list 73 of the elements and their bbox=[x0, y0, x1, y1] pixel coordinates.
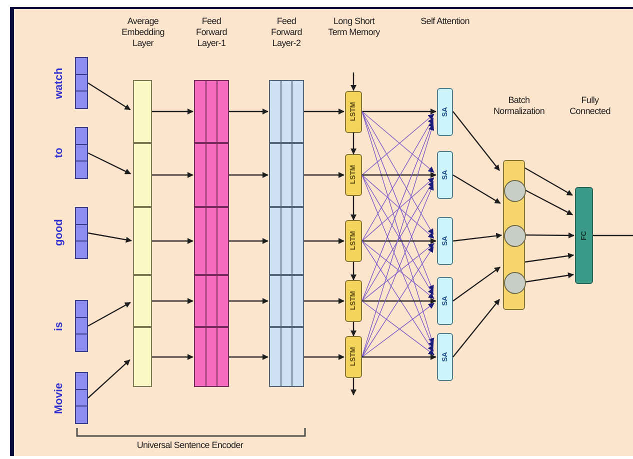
word-label: Movie bbox=[52, 381, 66, 416]
arrow bbox=[304, 298, 344, 304]
arrow bbox=[229, 354, 268, 360]
layer-cell bbox=[269, 275, 304, 327]
arrow bbox=[152, 354, 194, 360]
arrow bbox=[350, 262, 356, 280]
arrow bbox=[88, 359, 130, 398]
layer-cell bbox=[133, 207, 152, 275]
arrow bbox=[362, 238, 436, 244]
arrow bbox=[362, 354, 436, 360]
arrow bbox=[304, 238, 344, 244]
layer-cell bbox=[194, 80, 229, 143]
arrow bbox=[350, 378, 356, 396]
layer-heading: Universal Sentence Encoder bbox=[136, 440, 244, 451]
arrow bbox=[229, 238, 268, 244]
arrow bbox=[88, 82, 131, 110]
layer-heading: Fully Connected bbox=[568, 95, 612, 117]
neuron-circle bbox=[504, 180, 526, 202]
arrow bbox=[350, 322, 356, 336]
arrow bbox=[525, 232, 574, 238]
arrow bbox=[88, 302, 131, 327]
arrow bbox=[152, 108, 194, 114]
layer-heading: Average Embedding Layer bbox=[120, 16, 166, 48]
layer-cell bbox=[194, 275, 229, 327]
arrow bbox=[350, 132, 356, 154]
arrow bbox=[524, 272, 574, 283]
word-label: to bbox=[52, 146, 66, 160]
arrow bbox=[452, 232, 502, 242]
layer-heading: Long Short Term Memory bbox=[327, 16, 381, 38]
neuron-circle bbox=[504, 225, 526, 247]
layer-cell bbox=[269, 80, 304, 143]
layer-heading: Feed Forward Layer-2 bbox=[270, 16, 303, 48]
arrow bbox=[88, 232, 132, 243]
arrow bbox=[350, 72, 356, 91]
layer-cell bbox=[133, 143, 152, 207]
layer-cell bbox=[194, 143, 229, 207]
arrow bbox=[350, 196, 356, 220]
arrow bbox=[524, 167, 573, 196]
arrow bbox=[304, 354, 344, 360]
arrow bbox=[362, 298, 436, 304]
arrow bbox=[524, 189, 573, 216]
arrow bbox=[524, 252, 574, 263]
layer-cell bbox=[269, 143, 304, 207]
word-label: good bbox=[52, 218, 66, 248]
layer-cell bbox=[269, 207, 304, 275]
layer-cell bbox=[194, 207, 229, 275]
arrow bbox=[152, 238, 194, 244]
neuron-circle bbox=[504, 272, 526, 294]
arrow bbox=[229, 108, 268, 114]
arrow bbox=[229, 298, 268, 304]
arrow bbox=[229, 172, 268, 178]
layer-cell bbox=[133, 327, 152, 387]
layer-cell bbox=[269, 327, 304, 387]
arrow bbox=[362, 108, 436, 114]
layer-heading: Feed Forward Layer-1 bbox=[195, 16, 228, 48]
layer-heading: Batch Normalization bbox=[492, 95, 546, 117]
arrow bbox=[304, 108, 344, 114]
layer-heading: Self Attention bbox=[420, 16, 470, 27]
arrow bbox=[152, 172, 194, 178]
word-label: is bbox=[52, 320, 66, 333]
layer-cell bbox=[194, 327, 229, 387]
arrow bbox=[452, 111, 500, 171]
arrow bbox=[452, 298, 500, 358]
normalization-bar bbox=[503, 160, 525, 310]
arrow bbox=[152, 298, 194, 304]
arrow bbox=[452, 266, 501, 302]
layer-cell bbox=[133, 80, 152, 143]
layer-cell bbox=[133, 275, 152, 327]
arrow bbox=[452, 174, 501, 204]
arrow bbox=[88, 152, 132, 174]
arrow bbox=[362, 172, 436, 178]
arrow bbox=[304, 172, 344, 178]
word-label: watch bbox=[52, 66, 66, 101]
